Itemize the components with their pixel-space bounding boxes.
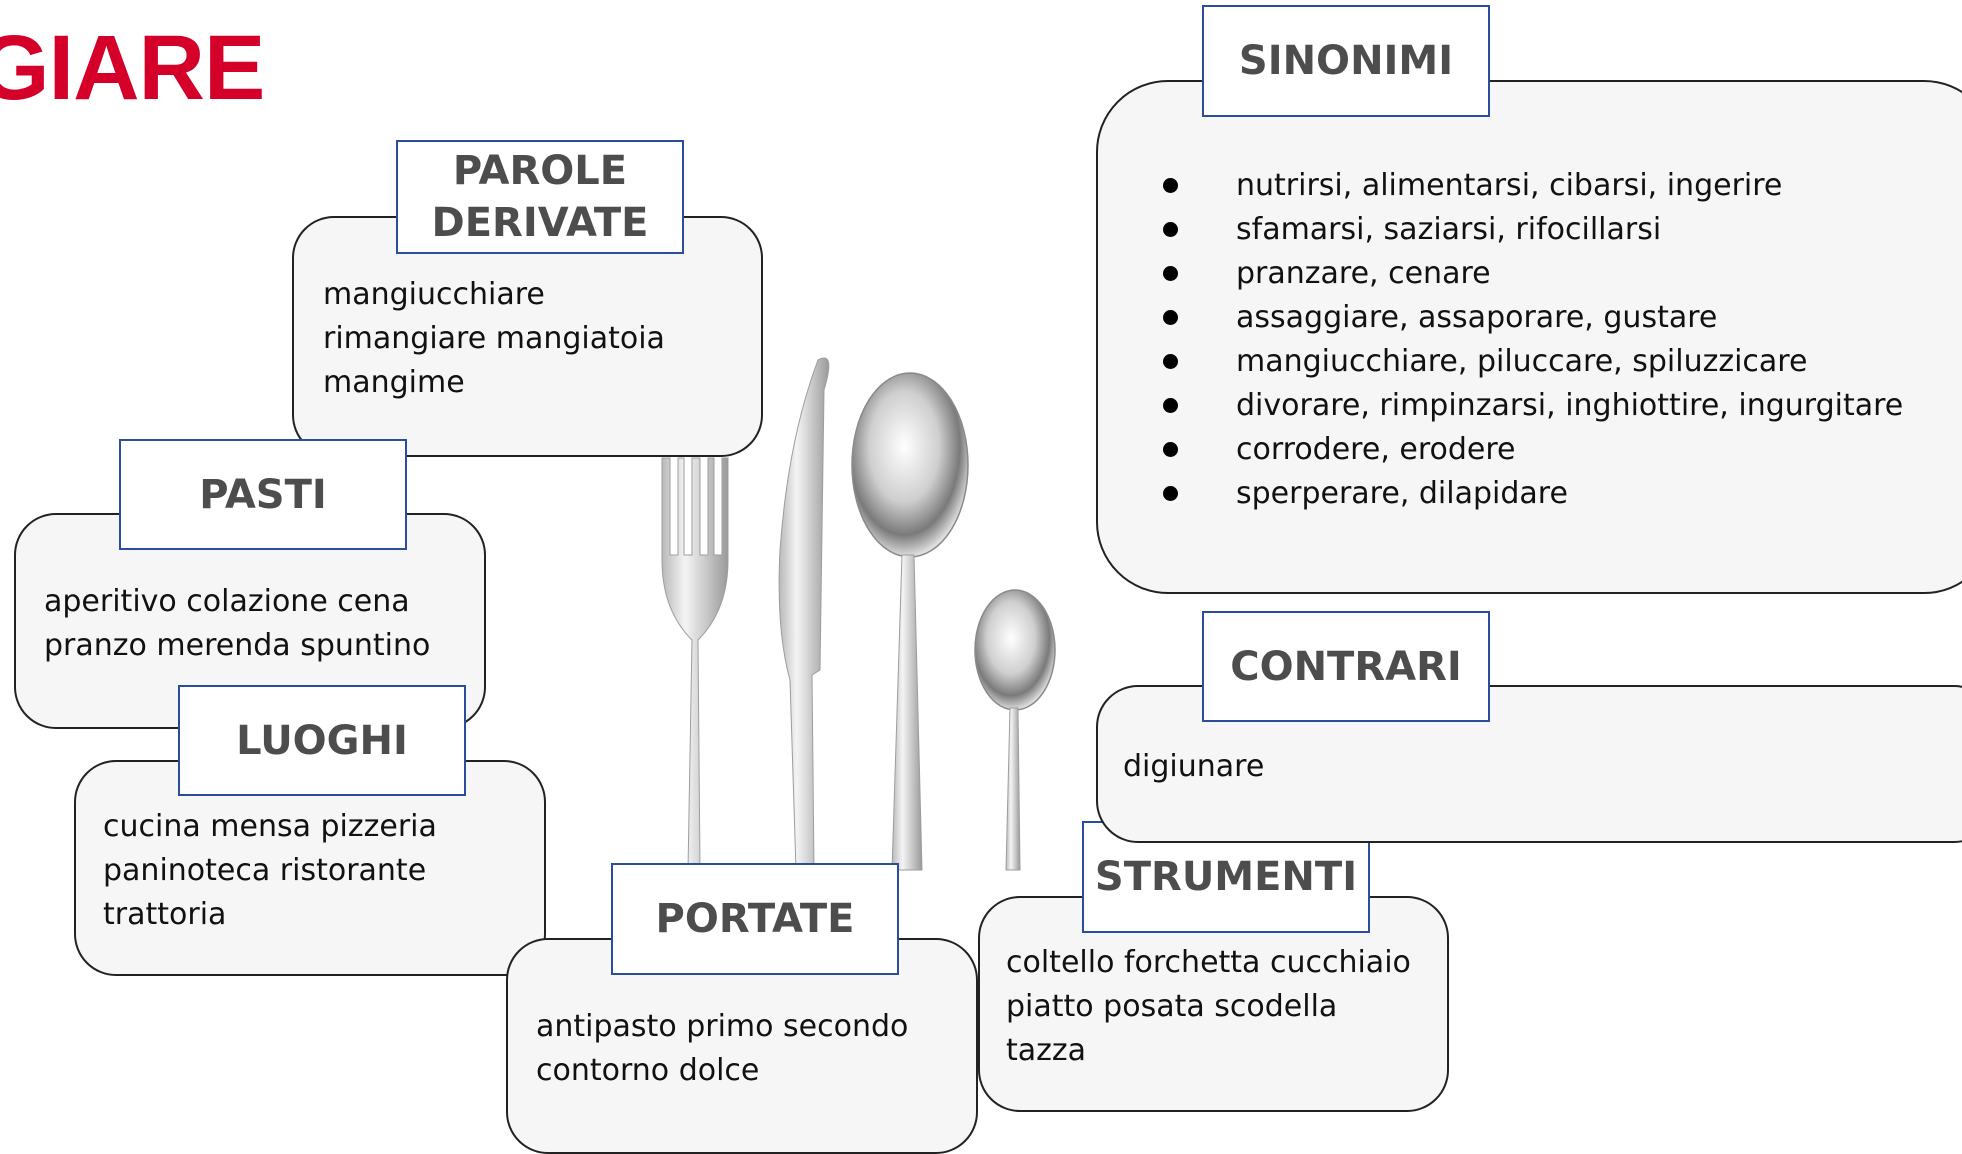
page-title: GIARE bbox=[0, 17, 265, 119]
sinonimi-heading: SINONIMI bbox=[1202, 5, 1490, 117]
contrari-list: digiunare bbox=[1123, 745, 1264, 789]
luoghi-list: cucina mensa pizzeria paninoteca ristora… bbox=[103, 805, 437, 937]
list-item: paninoteca ristorante bbox=[103, 853, 427, 888]
parole-derivate-box bbox=[292, 216, 763, 457]
list-item: divorare, rimpinzarsi, inghiottire, ingu… bbox=[1163, 384, 1903, 428]
list-item: aperitivo colazione cena bbox=[44, 584, 410, 619]
list-item: sperperare, dilapidare bbox=[1163, 472, 1903, 516]
parole-derivate-heading: PAROLE DERIVATE bbox=[396, 140, 684, 254]
knife-icon bbox=[778, 357, 830, 871]
list-item: pranzo merenda spuntino bbox=[44, 628, 431, 663]
sinonimi-list: nutrirsi, alimentarsi, cibarsi, ingerire… bbox=[1163, 164, 1903, 516]
list-item: rimangiare mangiatoia bbox=[323, 321, 665, 356]
contrari-heading: CONTRARI bbox=[1202, 611, 1490, 722]
list-item: assaggiare, assaporare, gustare bbox=[1163, 296, 1903, 340]
list-item: antipasto primo secondo bbox=[536, 1009, 909, 1044]
list-item: pranzare, cenare bbox=[1163, 252, 1903, 296]
luoghi-heading: LUOGHI bbox=[178, 685, 466, 796]
portate-heading: PORTATE bbox=[611, 863, 899, 975]
list-item: piatto posata scodella bbox=[1006, 989, 1338, 1024]
teaspoon-icon bbox=[974, 589, 1056, 871]
bullet-icon bbox=[1163, 354, 1178, 369]
parole-derivate-list: mangiucchiare rimangiare mangiatoia mang… bbox=[323, 273, 665, 405]
list-item: mangiucchiare bbox=[323, 277, 545, 312]
bullet-icon bbox=[1163, 222, 1178, 237]
list-item: tazza bbox=[1006, 1033, 1087, 1068]
bullet-icon bbox=[1163, 442, 1178, 457]
pasti-heading: PASTI bbox=[119, 439, 407, 550]
portate-list: antipasto primo secondo contorno dolce bbox=[536, 1005, 908, 1093]
list-item: contorno dolce bbox=[536, 1053, 760, 1088]
list-item: coltello forchetta cucchiaio bbox=[1006, 945, 1411, 980]
list-item: corrodere, erodere bbox=[1163, 428, 1903, 472]
sinonimi-box bbox=[1096, 80, 1962, 594]
list-item: nutrirsi, alimentarsi, cibarsi, ingerire bbox=[1163, 164, 1903, 208]
spoon-icon bbox=[851, 372, 969, 871]
bullet-icon bbox=[1163, 486, 1178, 501]
pasti-list: aperitivo colazione cena pranzo merenda … bbox=[44, 580, 430, 668]
bullet-icon bbox=[1163, 178, 1178, 193]
list-item: cucina mensa pizzeria bbox=[103, 809, 437, 844]
bullet-icon bbox=[1163, 266, 1178, 281]
fork-icon bbox=[661, 457, 729, 871]
luoghi-box bbox=[74, 760, 546, 976]
list-item: digiunare bbox=[1123, 749, 1265, 784]
cutlery-illustration bbox=[661, 357, 1056, 871]
bullet-icon bbox=[1163, 310, 1178, 325]
bullet-icon bbox=[1163, 398, 1178, 413]
list-item: trattoria bbox=[103, 897, 227, 932]
list-item: sfamarsi, saziarsi, rifocillarsi bbox=[1163, 208, 1903, 252]
list-item: mangiucchiare, piluccare, spiluzzicare bbox=[1163, 340, 1903, 384]
strumenti-list: coltello forchetta cucchiaio piatto posa… bbox=[1006, 941, 1411, 1073]
list-item: mangime bbox=[323, 365, 465, 400]
